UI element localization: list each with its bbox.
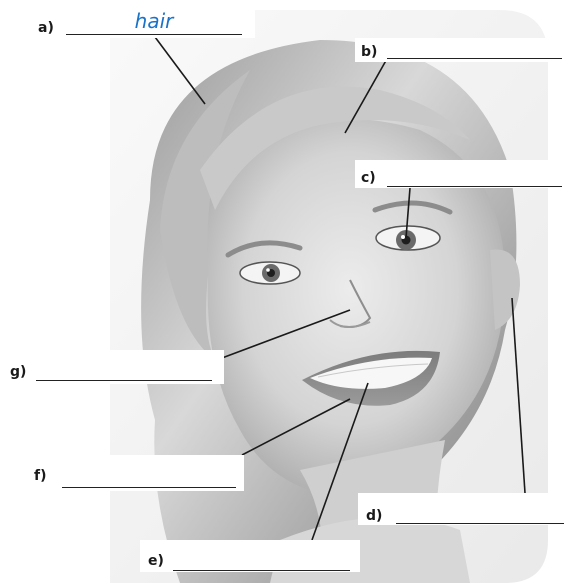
photo-content [110,10,548,583]
label-d-letter: d) [366,508,383,524]
label-b-letter: b) [361,44,378,60]
label-c-letter: c) [361,170,376,186]
label-a-blank[interactable]: hair [66,9,242,35]
label-c-blank[interactable] [387,169,562,187]
label-e-letter: e) [148,553,164,569]
label-g-blank[interactable] [36,363,212,381]
label-f-letter: f) [34,468,47,484]
label-f: f) [24,455,244,491]
label-c: c) [355,160,568,188]
label-a: a) hair [30,9,255,38]
pointer-lines [154,36,526,541]
label-a-answer: hair [134,9,174,33]
label-b: b) [355,38,568,62]
label-g-letter: g) [10,364,27,380]
label-d-blank[interactable] [396,506,564,524]
label-e-blank[interactable] [173,553,350,571]
label-e: e) [140,540,360,572]
label-d: d) [358,493,568,525]
label-b-blank[interactable] [387,41,562,59]
label-g: g) [0,350,224,384]
label-a-letter: a) [38,20,54,36]
label-f-blank[interactable] [62,470,236,488]
